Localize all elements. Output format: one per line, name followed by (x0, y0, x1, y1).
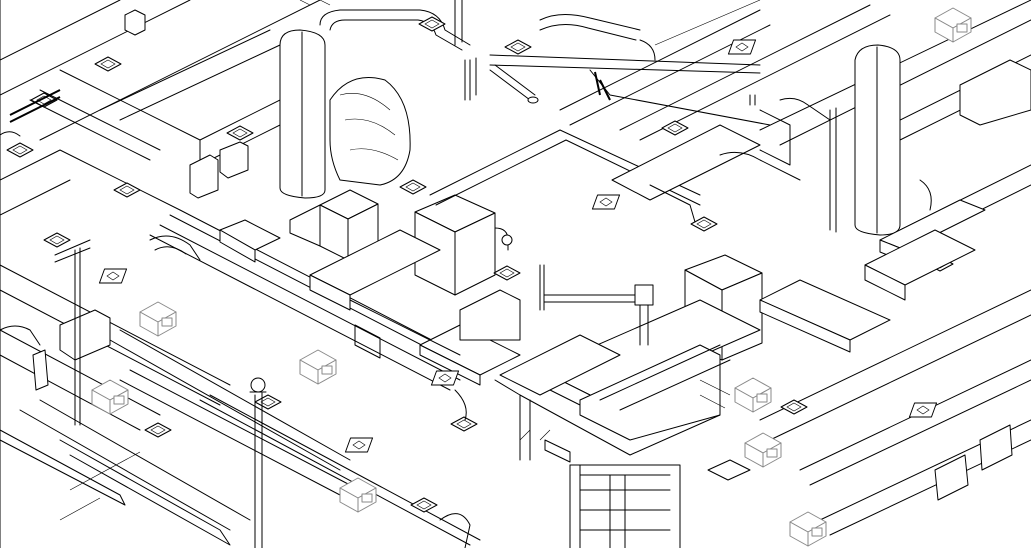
main-duct-run-upper-left (0, 0, 321, 216)
vertical-shaft-left (279, 29, 326, 199)
misc-linework (0, 0, 761, 548)
vertical-shaft-right (829, 44, 901, 236)
vav-boxes (91, 7, 972, 547)
platform-right (499, 279, 891, 441)
ahu-box-left (289, 189, 379, 261)
return-grilles (98, 39, 938, 453)
pipe-risers (54, 59, 756, 548)
center-duct-run (429, 109, 801, 206)
flex-connections (0, 39, 932, 548)
platform-center (309, 229, 521, 386)
ahu-box-center (414, 194, 513, 296)
platform-right-lower-frame (494, 379, 721, 548)
large-duct-elbow (329, 77, 411, 186)
top-branch-horizontal (489, 54, 771, 126)
equipment-boxes (32, 9, 1031, 501)
